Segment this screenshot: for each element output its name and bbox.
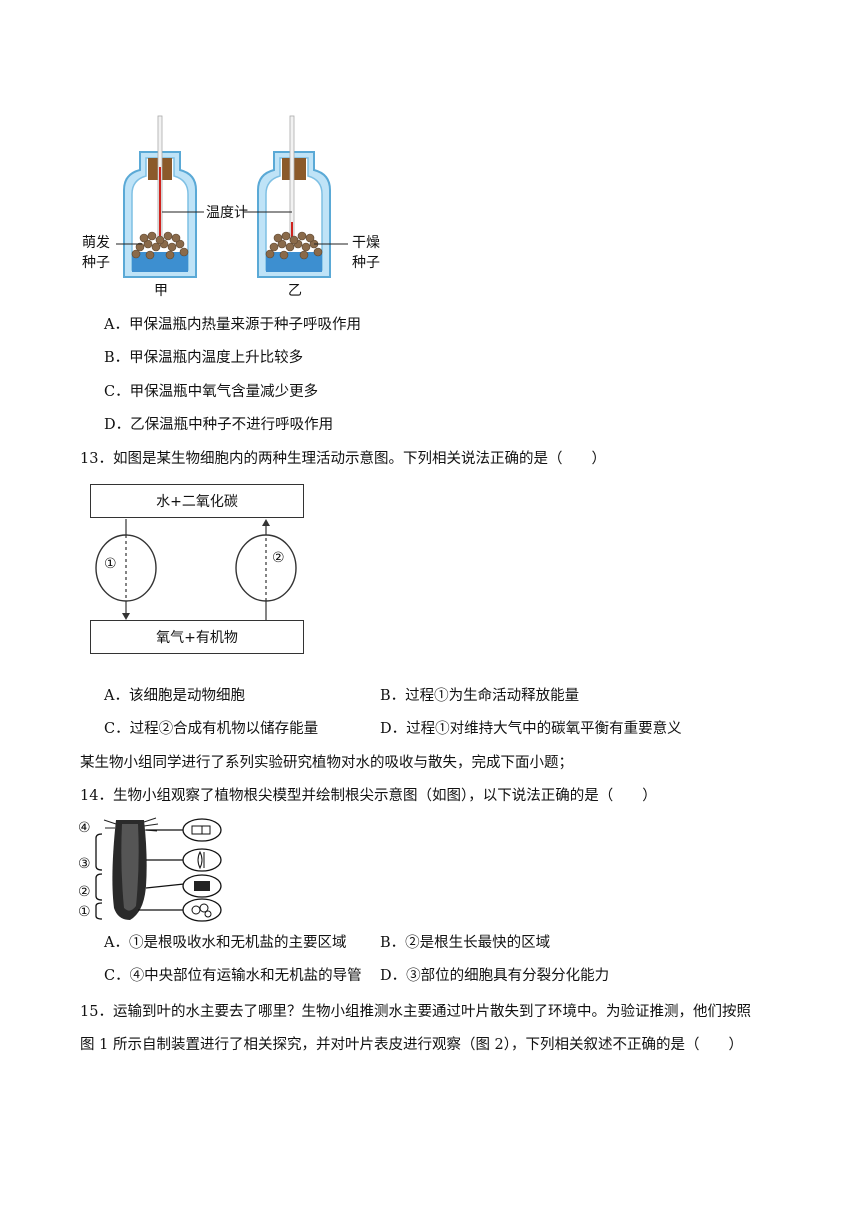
q12-option-b: B．甲保温瓶内温度上升比较多 [104, 350, 304, 366]
bottle-a-label: 甲 [154, 283, 168, 299]
q15-stem-line2: 图 1 所示自制装置进行了相关探究，并对叶片表皮进行观察（图 2），下列相关叙述… [80, 1037, 744, 1053]
flask-a [123, 115, 197, 278]
q13-option-a: A．该细胞是动物细胞 [104, 688, 245, 704]
zone-label-4: ④ [78, 820, 91, 836]
box-water-co2: 水+二氧化碳 [90, 484, 304, 518]
process-arrows [95, 519, 297, 620]
flask-b [257, 115, 331, 278]
q12-option-d: D．乙保温瓶中种子不进行呼吸作用 [104, 417, 334, 433]
flask-figure: 温度计 萌发 种子 干燥 种子 甲 乙 [80, 112, 390, 302]
germinating-seed-label-1: 萌发 [82, 235, 110, 251]
process-1-label: ① [104, 556, 117, 572]
root-tip-figure: ④ ③ ② ① [78, 816, 228, 926]
section-intro: 某生物小组同学进行了系列实验研究植物对水的吸收与散失，完成下面小题； [80, 755, 573, 771]
process-diagram: 水+二氧化碳 氧气+有机物 ① ② [88, 482, 308, 658]
dry-seed-label-2: 种子 [352, 255, 380, 271]
q14-option-c: C．④中央部位有运输水和无机盐的导管 [104, 968, 362, 984]
root-tip-diagram [95, 817, 222, 922]
q13-option-c: C．过程②合成有机物以储存能量 [104, 721, 319, 737]
q12-option-c: C．甲保温瓶中氧气含量减少更多 [104, 384, 319, 400]
q13-option-d: D．过程①对维持大气中的碳氧平衡有重要意义 [380, 721, 682, 737]
q12-option-a: A．甲保温瓶内热量来源于种子呼吸作用 [104, 317, 361, 333]
q13-stem: 13．如图是某生物细胞内的两种生理活动示意图。下列相关说法正确的是（ ） [80, 451, 606, 467]
q14-option-a: A．①是根吸收水和无机盐的主要区域 [104, 935, 347, 951]
zone-label-3: ③ [78, 856, 91, 872]
q14-option-b: B．②是根生长最快的区域 [380, 935, 551, 951]
germinating-seed-label-2: 种子 [82, 255, 110, 271]
flask-diagram [116, 115, 348, 278]
thermometer-label: 温度计 [206, 205, 248, 221]
q14-option-d: D．③部位的细胞具有分裂分化能力 [380, 968, 610, 984]
zone-label-2: ② [78, 884, 91, 900]
q14-stem: 14．生物小组观察了植物根尖模型并绘制根尖示意图（如图），以下说法正确的是（ ） [80, 788, 657, 804]
dry-seed-label-1: 干燥 [352, 235, 380, 251]
process-2-label: ② [272, 550, 285, 566]
bottle-b-label: 乙 [288, 283, 302, 299]
q13-option-b: B．过程①为生命活动释放能量 [380, 688, 580, 704]
box-oxygen-organic: 氧气+有机物 [90, 620, 304, 654]
zone-label-1: ① [78, 904, 91, 920]
q15-stem-line1: 15．运输到叶的水主要去了哪里？生物小组推测水主要通过叶片散失到了环境中。为验证… [80, 1004, 751, 1020]
